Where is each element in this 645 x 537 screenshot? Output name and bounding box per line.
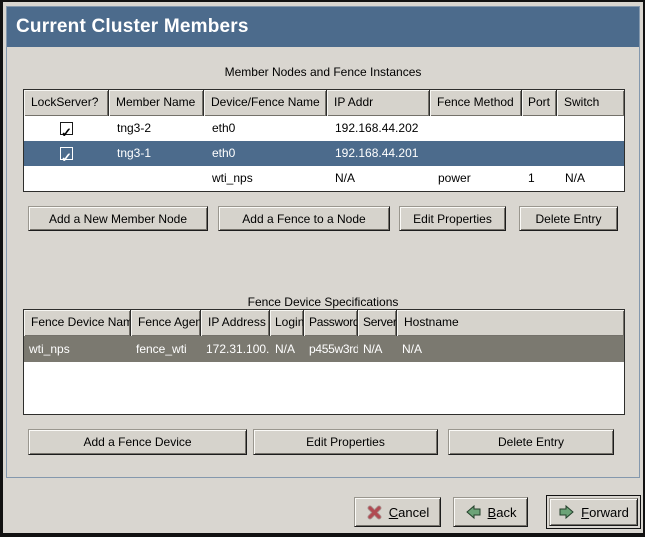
column-header-hostname[interactable]: Hostname bbox=[397, 310, 624, 336]
table-row-selected[interactable]: wti_nps fence_wti 172.31.100.1 N/A p455w… bbox=[24, 336, 624, 362]
member-name-cell: tng3-1 bbox=[117, 146, 152, 160]
member-name-cell bbox=[109, 166, 204, 191]
add-new-member-node-button[interactable]: Add a New Member Node bbox=[28, 206, 208, 231]
fence-agent-cell: fence_wti bbox=[136, 342, 187, 356]
login-cell: N/A bbox=[275, 342, 296, 356]
column-header-password[interactable]: Password bbox=[304, 310, 358, 336]
member-nodes-table: LockServer? Member Name Device/Fence Nam… bbox=[23, 89, 625, 192]
fence-method-cell: power bbox=[438, 171, 471, 185]
column-header-switch[interactable]: Switch bbox=[557, 90, 624, 116]
delete-entry-button[interactable]: Delete Entry bbox=[519, 206, 618, 231]
default-button-ring: Forward bbox=[546, 495, 641, 529]
back-button[interactable]: Back bbox=[453, 497, 528, 527]
edit-properties-button[interactable]: Edit Properties bbox=[399, 206, 506, 231]
cancel-x-icon bbox=[366, 504, 383, 520]
fence-devices-table-header: Fence Device Name Fence Agent IP Address… bbox=[24, 310, 624, 336]
ip-addr-cell: 192.168.44.202 bbox=[335, 121, 419, 135]
ip-address-cell: 172.31.100.1 bbox=[206, 342, 270, 356]
column-header-member-name[interactable]: Member Name bbox=[109, 90, 204, 116]
column-header-login[interactable]: Login bbox=[270, 310, 304, 336]
switch-cell bbox=[557, 116, 624, 141]
password-cell: p455w3rd bbox=[309, 342, 358, 356]
hostname-cell: N/A bbox=[402, 342, 423, 356]
device-fence-name-cell: eth0 bbox=[212, 146, 236, 160]
ip-addr-cell: 192.168.44.201 bbox=[335, 146, 419, 160]
lockserver-checkbox[interactable] bbox=[60, 145, 73, 166]
column-header-ip-address[interactable]: IP Address bbox=[201, 310, 270, 336]
column-header-lockserver[interactable]: LockServer? bbox=[24, 90, 109, 116]
device-fence-name-cell: wti_nps bbox=[212, 171, 253, 185]
switch-cell: N/A bbox=[565, 171, 586, 185]
fence-devices-table: Fence Device Name Fence Agent IP Address… bbox=[23, 309, 625, 415]
column-header-device-fence-name[interactable]: Device/Fence Name bbox=[204, 90, 327, 116]
column-header-fence-device-name[interactable]: Fence Device Name bbox=[24, 310, 131, 336]
back-arrow-icon bbox=[465, 504, 482, 520]
table-row[interactable]: wti_nps N/A power 1 N/A bbox=[24, 166, 624, 191]
table-row[interactable]: tng3-2 eth0 192.168.44.202 bbox=[24, 116, 624, 141]
page-title: Current Cluster Members bbox=[7, 7, 639, 47]
empty-table-area bbox=[24, 362, 624, 414]
column-header-server[interactable]: Server bbox=[358, 310, 397, 336]
fence-device-name-cell: wti_nps bbox=[29, 342, 70, 356]
member-name-cell: tng3-2 bbox=[117, 121, 152, 135]
add-fence-device-button[interactable]: Add a Fence Device bbox=[28, 429, 247, 455]
column-header-port[interactable]: Port bbox=[522, 90, 557, 116]
content-panel: Current Cluster Members Member Nodes and… bbox=[6, 6, 640, 478]
column-header-fence-agent[interactable]: Fence Agent bbox=[131, 310, 201, 336]
server-cell: N/A bbox=[363, 342, 383, 356]
member-nodes-table-header: LockServer? Member Name Device/Fence Nam… bbox=[24, 90, 624, 116]
forward-button[interactable]: Forward bbox=[549, 498, 638, 526]
edit-properties-button[interactable]: Edit Properties bbox=[253, 429, 438, 455]
fence-method-cell bbox=[430, 141, 522, 166]
lockserver-checkbox[interactable] bbox=[60, 120, 73, 141]
switch-cell bbox=[557, 141, 624, 166]
column-header-fence-method[interactable]: Fence Method bbox=[430, 90, 522, 116]
fence-method-cell bbox=[430, 116, 522, 141]
port-cell bbox=[522, 141, 557, 166]
port-cell: 1 bbox=[528, 171, 535, 185]
members-table-caption: Member Nodes and Fence Instances bbox=[224, 65, 422, 79]
column-header-ip-addr[interactable]: IP Addr bbox=[327, 90, 430, 116]
add-fence-to-node-button[interactable]: Add a Fence to a Node bbox=[218, 206, 390, 231]
device-fence-name-cell: eth0 bbox=[212, 121, 236, 135]
cancel-button[interactable]: Cancel bbox=[354, 497, 441, 527]
port-cell bbox=[522, 116, 557, 141]
ip-addr-cell: N/A bbox=[335, 171, 356, 185]
fence-devices-table-caption: Fence Device Specifications bbox=[247, 295, 399, 309]
table-row-selected[interactable]: tng3-1 eth0 192.168.44.201 bbox=[24, 141, 624, 166]
delete-entry-button[interactable]: Delete Entry bbox=[448, 429, 614, 455]
forward-arrow-icon bbox=[558, 504, 575, 520]
